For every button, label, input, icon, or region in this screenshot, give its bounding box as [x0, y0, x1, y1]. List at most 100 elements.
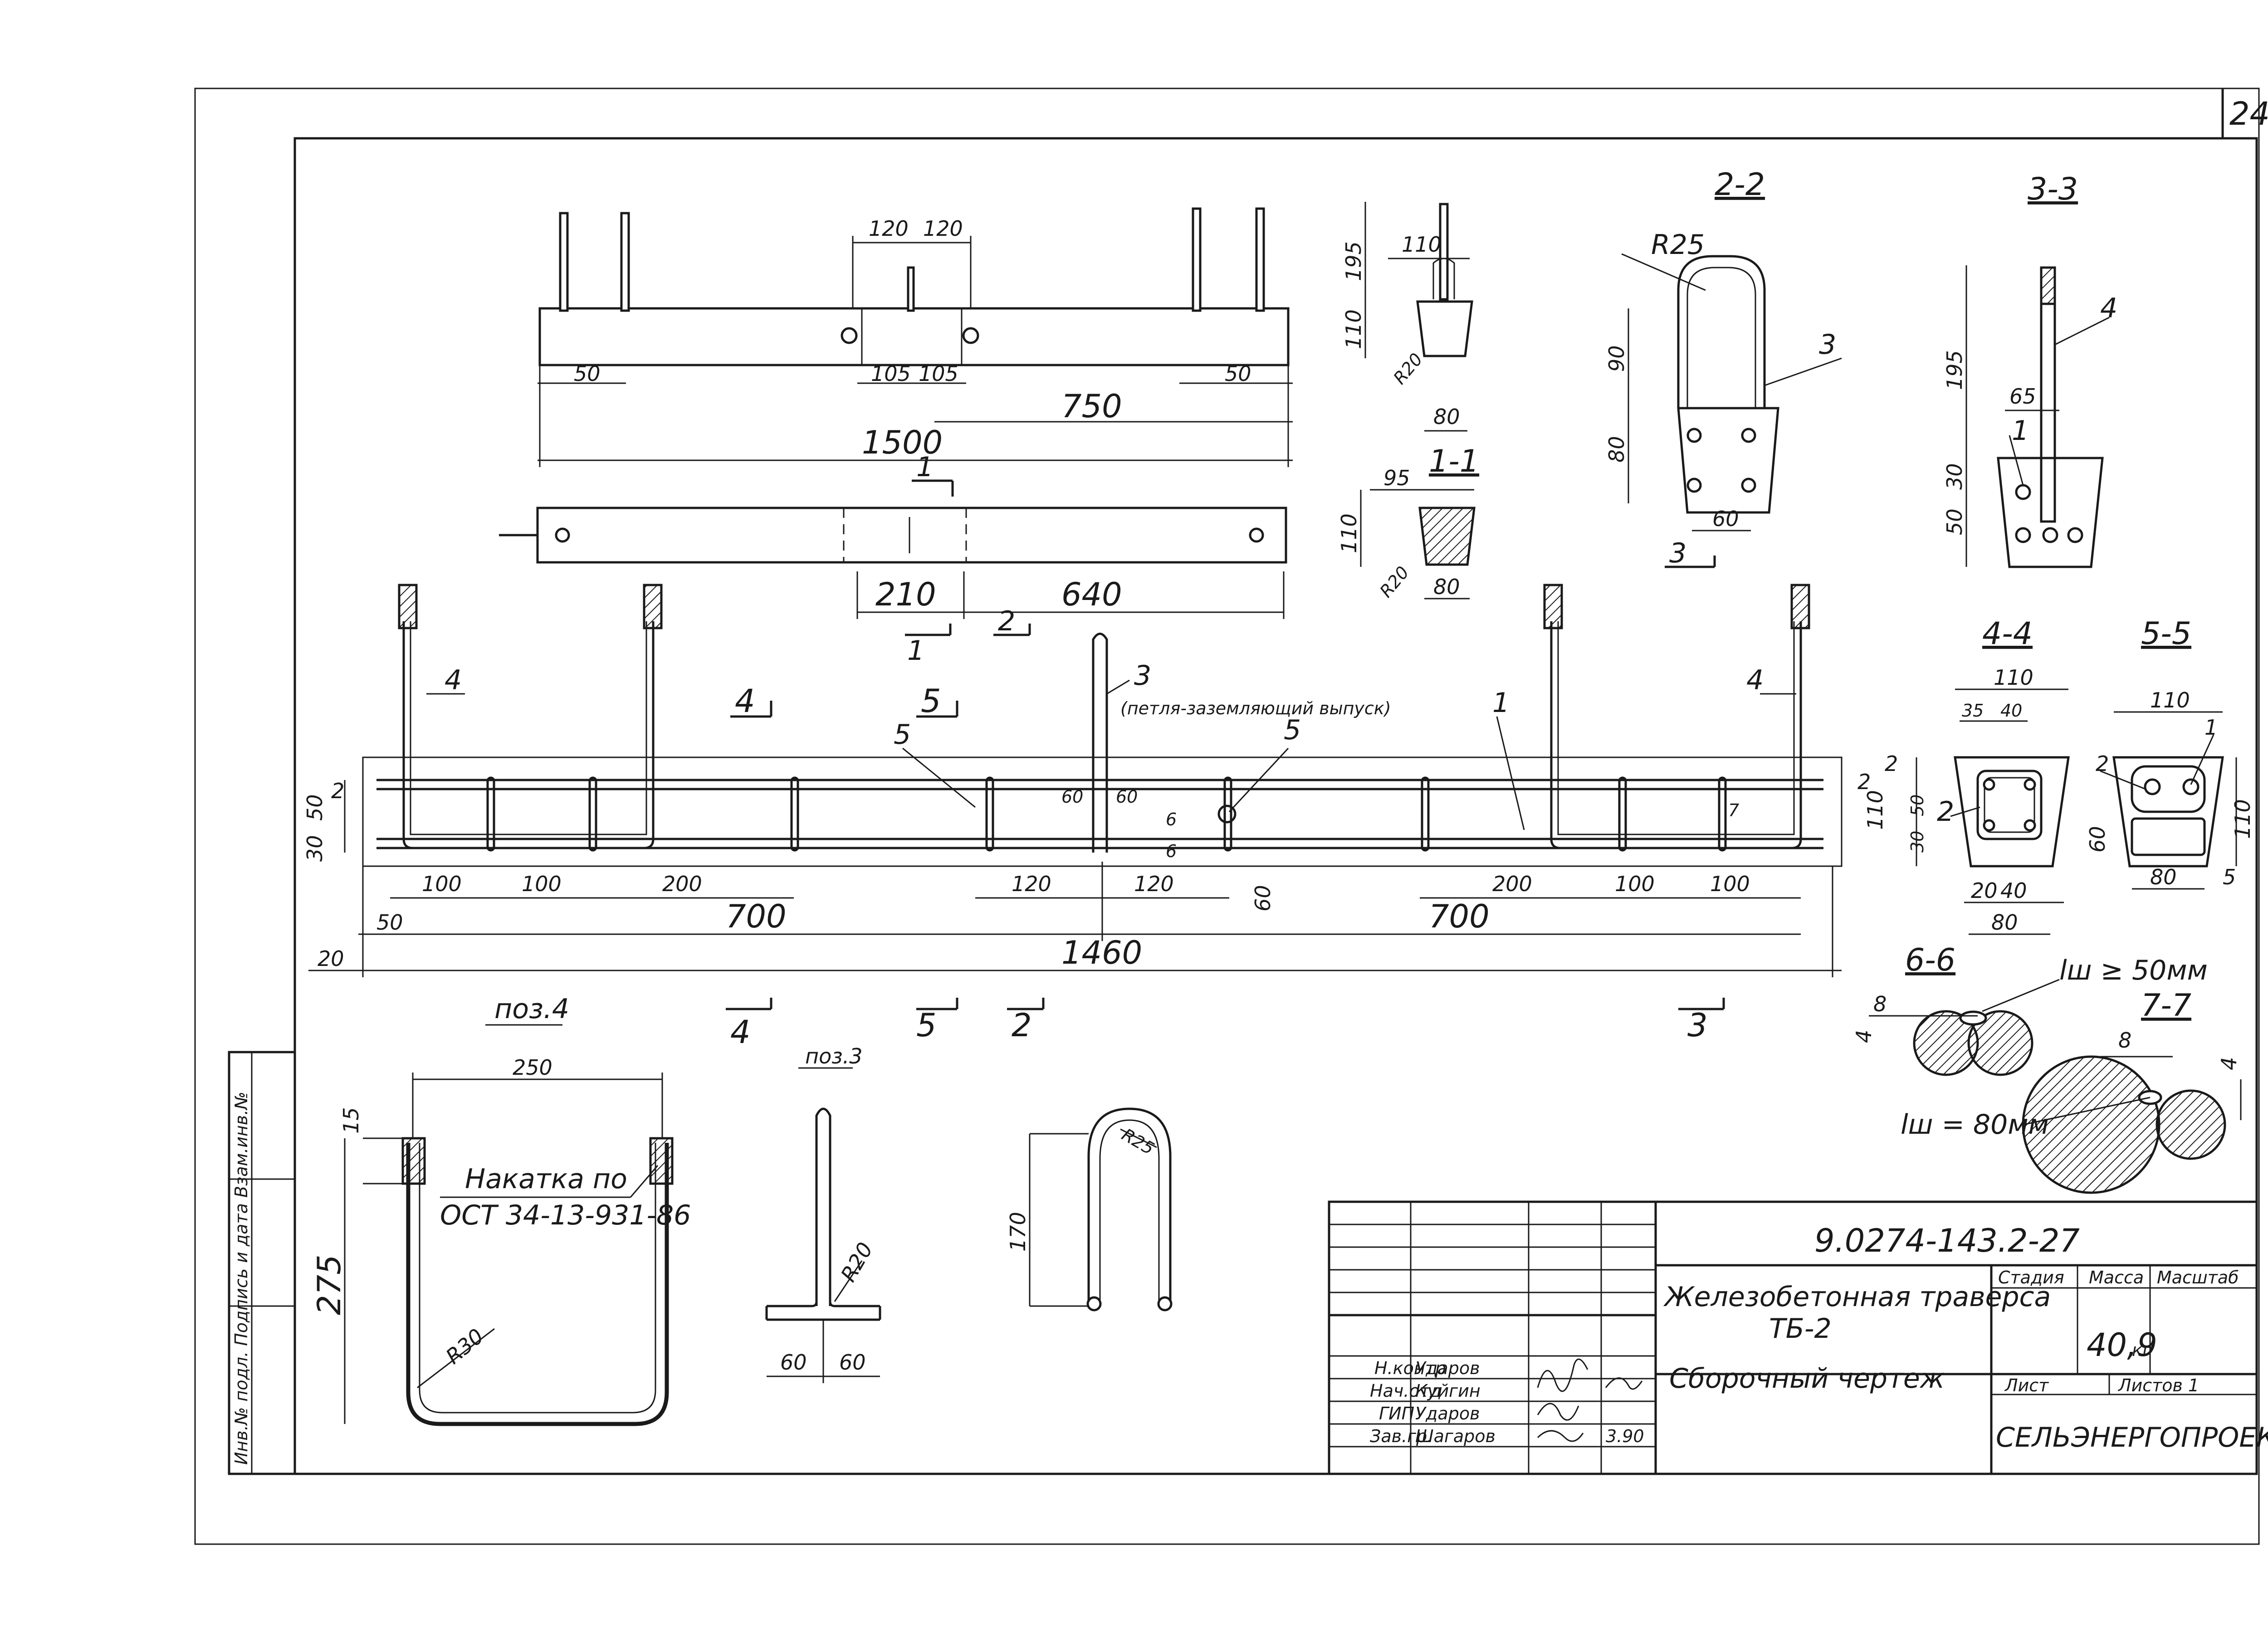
callout-5a: 5 [894, 719, 911, 751]
sec33-dim-195: 195 [1942, 350, 1967, 390]
pos4-title: поз.4 [494, 993, 569, 1025]
detail-loop: 170 R25 [1006, 1107, 1173, 1312]
dim-1460: 1460 [1061, 934, 1142, 971]
detail-pos3: поз.3 R20 60 60 [765, 1044, 881, 1383]
sec55-dim-60: 60 [2085, 826, 2110, 853]
pos4-dim-275: 275 [311, 1254, 348, 1315]
dim-1500: 1500 [862, 424, 943, 461]
top-elevation-view: 120 120 50 105 105 50 750 1500 [538, 207, 1293, 467]
section-4-4-title: 4-4 [1982, 616, 2033, 652]
title-line-2: ТБ-2 [1769, 1313, 1832, 1345]
title-line-3: Сборочный чертеж [1669, 1363, 1945, 1394]
sec11-dim-95: 95 [1383, 466, 1410, 490]
col-mass: Масса [2089, 1268, 2144, 1287]
sig-name-1: Куйгин [1415, 1381, 1481, 1401]
sec33-callout-4: 4 [2100, 293, 2117, 324]
end-r20: R20 [1389, 349, 1427, 388]
sig-date-3: 3.90 [1606, 1426, 1644, 1446]
mass-value: 40,9 [2087, 1326, 2157, 1364]
sec22-dim-80: 80 [1604, 436, 1629, 463]
end-view-small: 195 110 110 R20 80 [1341, 202, 1473, 432]
dim-6a: 6 [1166, 809, 1177, 829]
stamp-sidebar: Инв.№ подл. Подпись и дата Взам.инв.№ [228, 1051, 296, 1475]
sec44-dim-80: 80 [1991, 910, 2018, 935]
sheet-frame: 24 [194, 88, 2268, 1545]
section-6-6: 6-6 8 4 lш ≥ 50мм [1852, 942, 2208, 1076]
row1-dim-3: 120 [1012, 872, 1051, 896]
sec11-r20: R20 [1376, 562, 1413, 601]
sec77-weld-length: lш = 80мм [1901, 1109, 2049, 1141]
pos3-title: поз.3 [805, 1044, 863, 1068]
sec44-dim-110: 110 [1994, 665, 2033, 690]
sig-name-0: Ударов [1415, 1358, 1480, 1378]
dim-700a: 700 [726, 898, 787, 935]
dim-60a: 60 [1061, 787, 1083, 807]
sec44-dim-50: 50 [1907, 795, 1927, 816]
row1-dim-2: 200 [662, 872, 702, 896]
sec44-dim-40a: 40 [2000, 701, 2022, 721]
plan-view: 1 210 640 1 2 [499, 451, 1287, 667]
section-3-3-title: 3-3 [2028, 171, 2078, 207]
sig-role-0: Н.контр [1374, 1358, 1446, 1378]
right-dim-2: 2 [1857, 770, 1871, 794]
dim-60b: 60 [1116, 787, 1138, 807]
row1-dim-6: 100 [1615, 872, 1655, 896]
row1-dim-4: 120 [1134, 872, 1174, 896]
sec55-callout-1: 1 [2204, 715, 2218, 740]
sec22-cut-3: 3 [1669, 537, 1686, 569]
dim-50: 50 [376, 910, 403, 935]
section-marker-4: 4 [735, 683, 755, 720]
sec44-dim-35: 35 [1962, 701, 1984, 721]
sec33-dim-30: 30 [1942, 463, 1967, 490]
section-2-2: 2-2 R25 90 80 60 3 3 [1604, 167, 1842, 569]
sig-role-2: ГИП [1379, 1404, 1414, 1424]
section-3-3: 3-3 195 30 50 65 4 1 [1942, 171, 2117, 568]
sec77-dim-4: 4 [2217, 1057, 2241, 1070]
sig-name-2: Ударов [1415, 1404, 1480, 1424]
signature-mark [1605, 1377, 1643, 1390]
dim-105b: 105 [919, 361, 958, 386]
sec44-dim-110h: 110 [1863, 790, 1887, 830]
left-dim-50: 50 [303, 794, 327, 821]
sec33-dim-65: 65 [2009, 384, 2036, 409]
signature-mark [1537, 1403, 1579, 1421]
stamp-sidebar-text: Инв.№ подл. Подпись и дата Взам.инв.№ [231, 1092, 251, 1465]
signature-mark [1537, 1430, 1584, 1442]
callout-4-right: 4 [1746, 664, 1764, 696]
sec22-dim-90: 90 [1604, 345, 1629, 372]
dim-640: 640 [1061, 576, 1122, 613]
sec44-dim-20: 20 [1971, 878, 1998, 903]
cut-1-bottom: 1 [907, 635, 924, 667]
pos4-note-2: ОСТ 34-13-931-86 [440, 1199, 691, 1231]
detail-pos4: поз.4 250 15 275 R30 Накатка по ОСТ 34-1… [311, 993, 691, 1426]
dim-50-left: 50 [574, 361, 601, 386]
sig-role-1: Нач.отд [1370, 1381, 1442, 1401]
row1-dim-7: 100 [1710, 872, 1750, 896]
end-dim-195: 195 [1341, 241, 1366, 281]
dim-60-vertical: 60 [1251, 885, 1275, 912]
sec44-dim-2: 2 [1885, 751, 1898, 776]
loop-note: (петля-заземляющий выпуск) [1120, 698, 1391, 718]
section-2-2-title: 2-2 [1715, 167, 1765, 203]
pos3-dim-60a: 60 [780, 1350, 807, 1375]
dim-210: 210 [875, 576, 936, 613]
dim-120b: 120 [923, 216, 963, 241]
cut-3-bottom: 3 [1687, 1007, 1708, 1044]
section-5-5-title: 5-5 [2141, 616, 2191, 652]
row1-dim-0: 100 [422, 872, 462, 896]
pos4-dim-250: 250 [513, 1055, 552, 1080]
sec55-dim-110: 110 [2150, 688, 2190, 712]
dim-7: 7 [1728, 800, 1739, 820]
pos4-dim-15: 15 [339, 1107, 363, 1134]
section-7-7: 7-7 8 4 lш = 80мм [1901, 988, 2242, 1194]
left-dim-2: 2 [331, 779, 344, 803]
sec66-dim-8: 8 [1873, 992, 1887, 1016]
title-line-1: Железобетонная траверса [1663, 1281, 2051, 1313]
col-stage: Стадия [1998, 1268, 2064, 1287]
sig-name-3: Шагаров [1415, 1426, 1496, 1446]
section-4-4: 4-4 110 35 40 50 30 110 2 2 20 40 80 [1863, 616, 2070, 935]
cut-5-bottom: 5 [916, 1007, 937, 1044]
col-sheets: Листов 1 [2117, 1375, 2199, 1395]
sec11-dim-80: 80 [1433, 575, 1460, 599]
callout-4-left: 4 [445, 664, 462, 696]
